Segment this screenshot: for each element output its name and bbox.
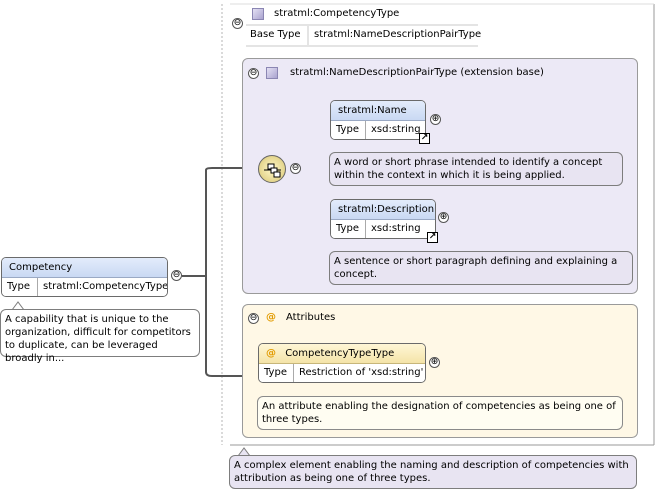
element-description-type-value: xsd:string (371, 223, 421, 234)
root-element-type-row: Type stratml:CompetencyType (2, 278, 168, 296)
attribute-type-row: Type Restriction of 'xsd:string' (259, 364, 425, 382)
base-type-value: stratml:NameDescriptionPairType (314, 29, 482, 40)
element-name-type-label: Type (336, 124, 359, 135)
attribute-type-label: Type (264, 367, 287, 378)
extension-type-icon (266, 67, 278, 79)
attribute-at-icon: @ (266, 348, 276, 359)
element-name-header: stratml:Name (331, 101, 425, 121)
root-element-header: Competency (2, 258, 167, 278)
type-divider (365, 121, 366, 139)
sequence-collapse-icon[interactable]: ⊖ (290, 163, 301, 174)
element-name-type-row: Type xsd:string (331, 121, 425, 139)
attribute-name: CompetencyTypeType (285, 348, 395, 359)
element-description-box[interactable]: stratml:Description Type xsd:string (330, 199, 436, 239)
element-name-box[interactable]: stratml:Name Type xsd:string (330, 100, 426, 140)
root-element-name: Competency (9, 262, 73, 273)
root-element-box[interactable]: Competency Type stratml:CompetencyType (1, 257, 168, 297)
complex-type-collapse-icon[interactable]: ⊖ (232, 18, 243, 29)
element-description-description: A sentence or short paragraph defining a… (329, 251, 633, 285)
attributes-at-icon: @ (266, 312, 276, 323)
root-element-description: A capability that is unique to the organ… (0, 309, 200, 364)
element-description-type-label: Type (336, 223, 359, 234)
type-divider (37, 278, 38, 296)
attributes-title: Attributes (286, 312, 336, 323)
element-name-label: stratml:Name (338, 105, 407, 116)
name-expand-icon[interactable]: ⊕ (430, 114, 441, 125)
sequence-compositor-icon (258, 155, 286, 183)
extension-collapse-icon[interactable]: ⊖ (248, 68, 259, 79)
type-divider (293, 364, 294, 382)
element-description-type-row: Type xsd:string (331, 220, 435, 238)
sequence-glyph-icon (264, 163, 281, 178)
complex-type-name: stratml:CompetencyType (274, 8, 400, 19)
complex-type-description: A complex element enabling the naming an… (229, 455, 637, 489)
type-divider (365, 220, 366, 238)
extension-title: stratml:NameDescriptionPairType (extensi… (290, 67, 544, 78)
attributes-collapse-icon[interactable]: ⊖ (248, 313, 259, 324)
root-collapse-icon[interactable]: ⊖ (171, 270, 182, 281)
element-name-type-value: xsd:string (371, 124, 421, 135)
attribute-description: An attribute enabling the designation of… (257, 396, 623, 430)
attribute-box[interactable]: @ CompetencyTypeType Type Restriction of… (258, 343, 426, 383)
root-element-type-label: Type (7, 281, 30, 292)
element-description-label: stratml:Description (338, 204, 435, 215)
root-element-type-value: stratml:CompetencyType (43, 281, 168, 292)
description-link-icon[interactable]: ↗ (427, 232, 438, 243)
attribute-header: @ CompetencyTypeType (259, 344, 425, 364)
complex-type-icon (252, 8, 264, 20)
name-link-icon[interactable]: ↗ (419, 133, 430, 144)
attribute-type-value: Restriction of 'xsd:string' (299, 367, 424, 378)
base-type-label: Base Type (250, 29, 301, 40)
element-name-description: A word or short phrase intended to ident… (329, 152, 623, 186)
element-description-header: stratml:Description (331, 200, 435, 220)
description-expand-icon[interactable]: ⊕ (438, 212, 449, 223)
attribute-expand-icon[interactable]: ⊕ (429, 357, 440, 368)
